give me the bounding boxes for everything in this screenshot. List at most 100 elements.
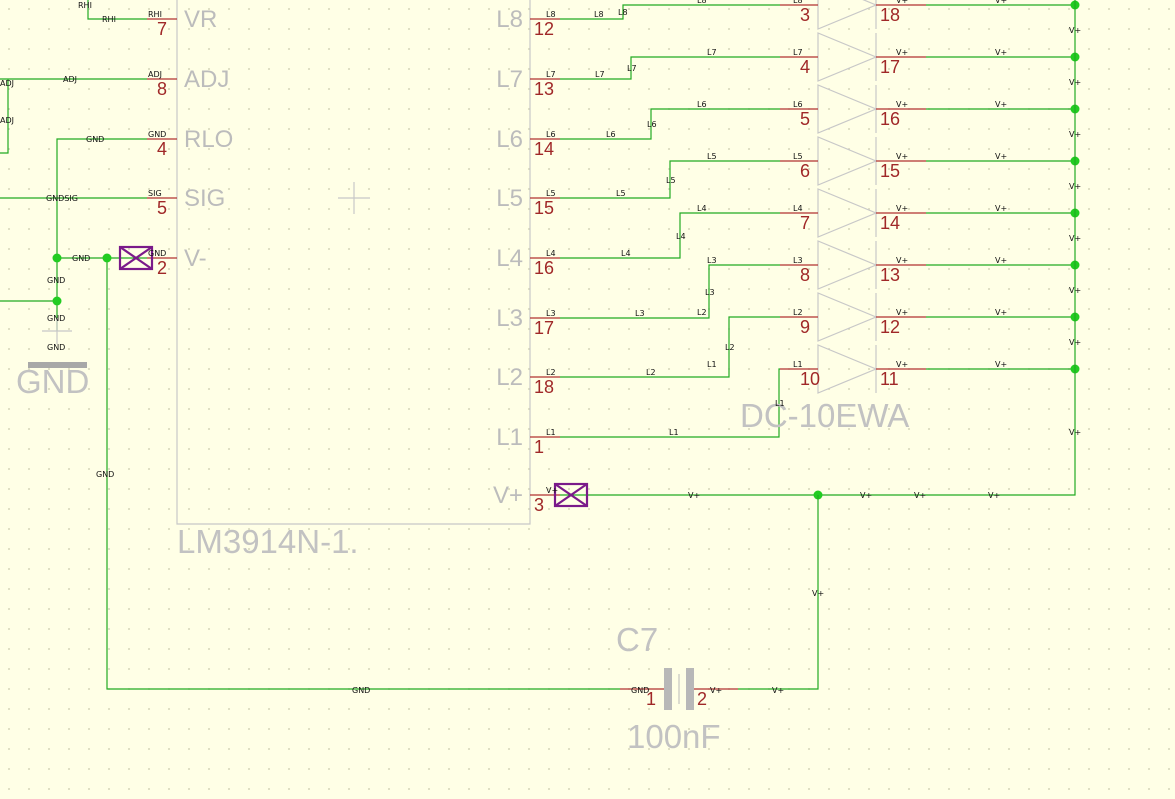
net-label: V+ — [688, 491, 700, 500]
pin-number: 14 — [880, 213, 900, 233]
no-connect-cross — [119, 246, 153, 270]
net-label: L1 — [793, 360, 803, 369]
led-triangle — [817, 32, 878, 82]
net-label: L3 — [793, 256, 803, 265]
net-label: V+ — [710, 686, 722, 695]
wire-l2[interactable] — [560, 316, 780, 378]
pin-name: L7 — [496, 66, 523, 93]
led-triangle — [817, 84, 878, 134]
net-label: V+ — [995, 100, 1007, 109]
net-label: L3 — [707, 256, 717, 265]
led-part-name: DC-10EWA — [740, 397, 909, 434]
pin-number: 3 — [800, 5, 810, 25]
pin-number: 1 — [534, 437, 544, 457]
net-label: L5 — [793, 152, 803, 161]
net-label: L4 — [793, 204, 803, 213]
net-label: L7 — [707, 48, 717, 57]
net-label: GND — [86, 135, 104, 144]
net-label: ADJ — [0, 116, 14, 125]
wire-gnd-cap[interactable] — [106, 258, 620, 690]
no-connect-marker — [553, 482, 589, 508]
wire-l5[interactable] — [560, 160, 780, 199]
net-label: V+ — [896, 360, 908, 369]
pin-number: 17 — [880, 57, 900, 77]
net-label: L6 — [647, 120, 657, 129]
net-label: GND — [148, 130, 166, 139]
net-label: L8 — [697, 0, 707, 5]
pin-number: 18 — [534, 377, 554, 397]
led-triangle — [817, 240, 878, 290]
net-label: V+ — [772, 686, 784, 695]
net-label: V+ — [896, 48, 908, 57]
pin-name: ADJ — [184, 66, 229, 93]
net-label: L8 — [618, 8, 628, 17]
net-label: V+ — [995, 256, 1007, 265]
net-label: L3 — [705, 288, 715, 297]
ground-bar — [28, 362, 87, 368]
net-label: V+ — [995, 204, 1007, 213]
pin-number: 6 — [800, 161, 810, 181]
net-label: L3 — [546, 309, 556, 318]
pin-number: 15 — [880, 161, 900, 181]
pin-number: 12 — [880, 317, 900, 337]
net-label: V+ — [1069, 338, 1081, 347]
net-label: V+ — [1069, 26, 1081, 35]
pin-number: 15 — [534, 198, 554, 218]
net-label: L7 — [595, 70, 605, 79]
net-label: V+ — [995, 360, 1007, 369]
net-label: V+ — [812, 589, 824, 598]
net-label: V+ — [896, 204, 908, 213]
no-connect-cross — [554, 483, 588, 507]
net-label: V+ — [1069, 286, 1081, 295]
no-connect-marker — [118, 245, 154, 271]
pin-number: 4 — [800, 57, 810, 77]
wire-rhi[interactable] — [87, 0, 147, 20]
cap-plate — [686, 668, 694, 710]
wire-gnd-rlo[interactable] — [56, 138, 147, 258]
wire-vplus-bus[interactable] — [560, 0, 1076, 496]
net-label: L1 — [546, 428, 556, 437]
wire-l7[interactable] — [560, 56, 780, 80]
net-label: RHI — [102, 15, 116, 24]
net-label: V+ — [995, 48, 1007, 57]
wires — [0, 0, 1080, 690]
net-label: GND — [72, 254, 90, 263]
net-label: V+ — [860, 491, 872, 500]
net-label: L2 — [546, 368, 556, 377]
cap-plate — [664, 668, 672, 710]
net-label: L8 — [793, 0, 803, 5]
cap-name: C7 — [616, 621, 658, 658]
net-label: L5 — [616, 189, 626, 198]
net-label: L5 — [666, 176, 676, 185]
net-label: L1 — [707, 360, 717, 369]
wire-l8[interactable] — [560, 4, 780, 20]
net-label: L8 — [594, 10, 604, 19]
net-label: L7 — [793, 48, 803, 57]
net-label: ADJ — [148, 70, 162, 79]
pin-number: 7 — [800, 213, 810, 233]
wire-l4[interactable] — [560, 212, 780, 259]
net-label: V+ — [995, 0, 1007, 5]
wire-vplus-cap[interactable] — [738, 495, 819, 690]
wire-adj[interactable] — [0, 79, 9, 154]
pin-number: 10 — [800, 369, 820, 389]
net-label: L3 — [635, 309, 645, 318]
net-label: GND — [148, 249, 166, 258]
wire-l1[interactable] — [560, 368, 780, 438]
net-label: L1 — [775, 399, 785, 408]
pin-number: 5 — [157, 198, 167, 218]
net-label: L8 — [546, 10, 556, 19]
net-label: GND — [352, 686, 370, 695]
ground-label: GND — [16, 363, 89, 400]
net-label: V+ — [995, 308, 1007, 317]
net-label: ADJ — [63, 75, 77, 84]
pin-name: L3 — [496, 305, 523, 332]
led-triangle — [817, 292, 878, 342]
net-label: L5 — [707, 152, 717, 161]
wire-l3[interactable] — [560, 264, 780, 319]
net-label: L1 — [669, 428, 679, 437]
wire-l6[interactable] — [560, 108, 780, 140]
pin-name: VR — [184, 6, 217, 33]
